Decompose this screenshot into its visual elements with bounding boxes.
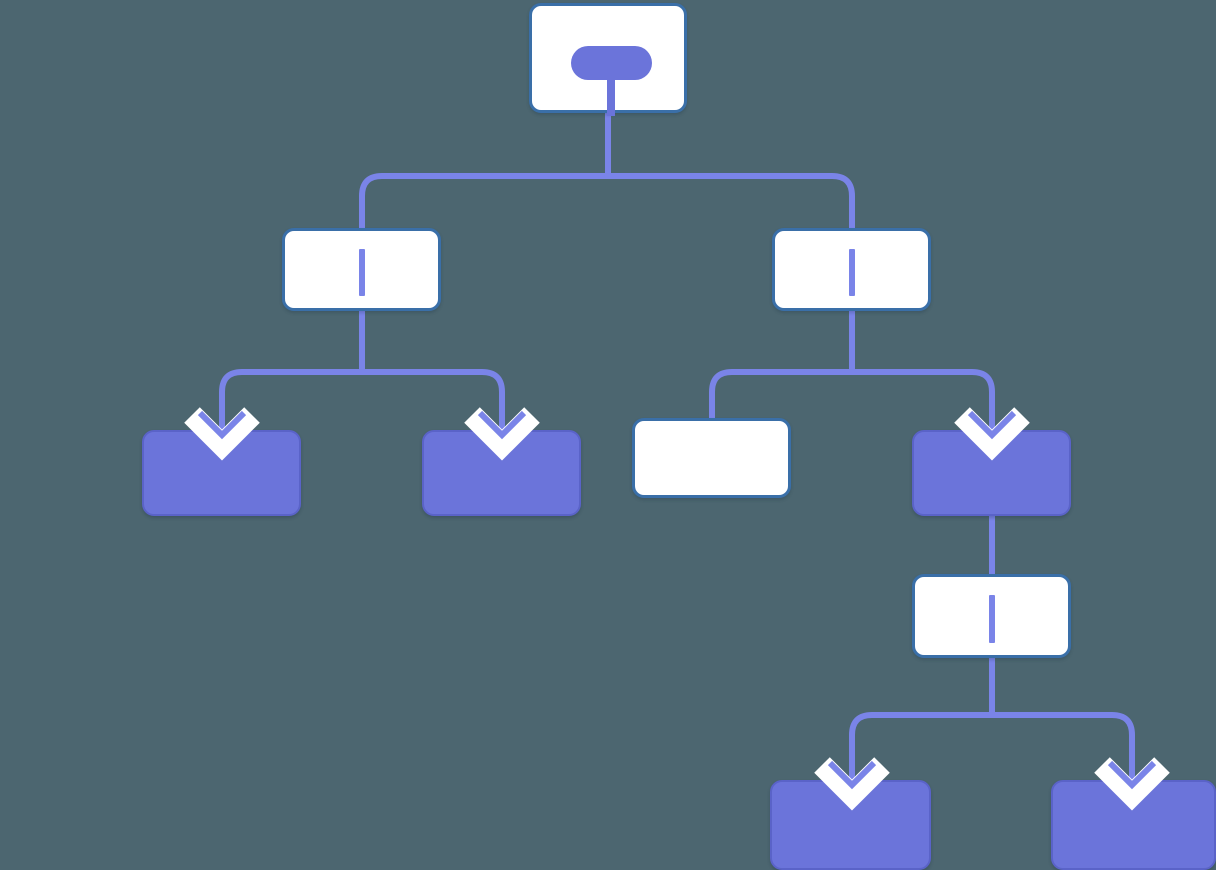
edge-subtree-middle-to-leaf-four — [989, 658, 1135, 780]
edge-subtree-middle-to-leaf-three — [849, 658, 995, 780]
root-pill-shape — [571, 46, 652, 80]
node-left-branch[interactable] — [282, 228, 441, 311]
node-root[interactable] — [529, 3, 687, 116]
edges-group — [219, 113, 1135, 780]
root-pill-stem — [607, 75, 615, 116]
edge-right-branch-to-subtree — [849, 311, 995, 430]
node-leaf-two[interactable] — [422, 430, 581, 516]
node-right-branch[interactable] — [772, 228, 931, 311]
node-content-line — [988, 595, 995, 643]
edge-right-branch-to-plain-box — [709, 311, 855, 418]
node-leaf-four[interactable] — [1051, 780, 1216, 870]
node-content-line — [848, 249, 855, 296]
node-plain-box[interactable] — [632, 418, 791, 498]
edge-root-to-right-branch — [605, 113, 855, 228]
node-content-line — [358, 249, 365, 296]
node-leaf-one[interactable] — [142, 430, 301, 516]
node-subtree-root[interactable] — [912, 430, 1071, 516]
node-leaf-three[interactable] — [770, 780, 931, 870]
node-subtree-middle[interactable] — [912, 574, 1071, 658]
edge-left-branch-to-leaf-two — [359, 311, 505, 430]
edge-left-branch-to-leaf-one — [219, 311, 365, 430]
